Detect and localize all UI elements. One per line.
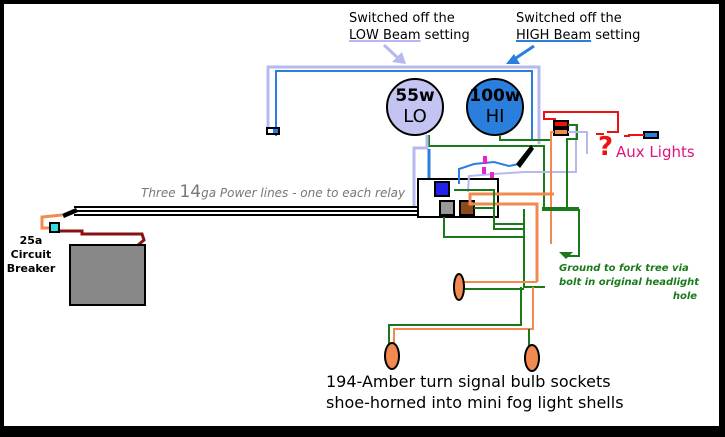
- power-lines-prefix: Three: [141, 186, 180, 200]
- battery: [69, 244, 146, 306]
- breaker-line2: Circuit: [10, 248, 52, 261]
- aux-connector-orange: [553, 128, 569, 136]
- lower-orange-wire: [393, 287, 534, 344]
- switch-low-wire: [467, 124, 577, 193]
- high-beam-underlined: HIGH Beam: [516, 28, 592, 43]
- low-beam-underlined: LOW Beam: [349, 28, 421, 43]
- lamp-hi-label: HI: [485, 106, 505, 127]
- lamp-lo-wattage: 55w: [395, 86, 435, 106]
- high-arrowhead: [506, 54, 520, 64]
- magenta-connector-1: [483, 156, 487, 164]
- relay-ground-3: [454, 189, 524, 225]
- caption-line1: 194-Amber turn signal bulb sockets: [326, 372, 611, 391]
- lamp-lo: [386, 78, 444, 136]
- ground-note: Ground to fork tree via bolt in original…: [559, 262, 699, 304]
- high-arrow: [515, 44, 535, 60]
- lamp-lo-label: LO: [403, 106, 427, 127]
- relay-low: [439, 200, 455, 216]
- breaker-line3: Breaker: [6, 262, 56, 275]
- lamp-hi: [466, 78, 524, 136]
- magenta-connector-3: [490, 172, 494, 178]
- power-lines-label: Three 14ga Power lines - one to each rel…: [141, 182, 405, 202]
- power-lines-gauge: 14: [179, 182, 202, 202]
- amber-wire-1: [468, 192, 554, 201]
- low-arrowhead: [392, 52, 406, 64]
- low-beam-label: Switched off the LOW Beam setting: [349, 10, 470, 44]
- circuit-breaker: [49, 222, 60, 233]
- lower-green-wire: [388, 287, 522, 344]
- diagram-canvas: Switched off the LOW Beam setting Switch…: [4, 4, 719, 426]
- ground-note-line1: Ground to fork tree via: [559, 263, 689, 274]
- aux-purple-wire: [568, 131, 588, 154]
- switch-lever: [516, 145, 534, 168]
- aux-orange-wire: [550, 131, 554, 244]
- breaker-in-wire: [40, 213, 63, 230]
- caption: 194-Amber turn signal bulb sockets shoe-…: [326, 371, 624, 413]
- breaker-rating: 25a: [19, 234, 43, 247]
- relay-ground-1: [443, 217, 524, 238]
- high-beam-label-line1: Switched off the: [516, 11, 622, 26]
- power-junction: [62, 208, 78, 218]
- ground-note-line2: bolt in original headlight: [559, 277, 700, 288]
- high-beam-wire: [275, 70, 533, 139]
- lamp-hi-wattage: 100w: [469, 86, 521, 106]
- ground-to-fork-wire: [567, 209, 580, 257]
- high-beam-rest: setting: [591, 28, 641, 43]
- aux-green-wire: [566, 124, 578, 209]
- aux-lights-label: Aux Lights: [616, 143, 695, 161]
- aux-question-mark: ?: [598, 132, 614, 162]
- magenta-connector-2: [482, 167, 486, 174]
- power-lines-suffix: ga Power lines - one to each relay: [201, 186, 406, 200]
- low-beam-label-line2: LOW Beam setting: [349, 27, 470, 44]
- breaker-label: 25a Circuit Breaker: [6, 234, 56, 276]
- turn-signal-center: [453, 273, 465, 301]
- relay-box: [417, 178, 499, 218]
- low-beam-label-line1: Switched off the: [349, 11, 455, 26]
- wiring-svg: [40, 43, 659, 372]
- ground-note-line3: hole: [672, 291, 698, 302]
- ground-arrowhead: [559, 252, 573, 259]
- breaker-out-wire: [59, 229, 146, 248]
- high-beam-label: Switched off the HIGH Beam setting: [516, 10, 640, 44]
- low-beam-rest: setting: [420, 28, 470, 43]
- lo-feed-wire: [412, 135, 429, 207]
- relay-high: [434, 181, 450, 197]
- aux-red-wire: [543, 111, 619, 133]
- turn-ground-trunk: [523, 209, 545, 288]
- aux-connector-red: [553, 120, 569, 128]
- aux-connector-wire: [624, 134, 644, 137]
- low-arrow: [382, 43, 401, 61]
- amber-wire-2: [468, 201, 539, 282]
- low-beam-wire: [266, 65, 541, 144]
- turn-signal-left: [384, 342, 400, 370]
- caption-line2: shoe-horned into mini fog light shells: [326, 393, 624, 412]
- lo-ground-wire: [428, 135, 545, 209]
- switch-connector-blue: [273, 129, 278, 133]
- turn-signal-right: [524, 344, 540, 372]
- aux-connector-blue: [643, 131, 659, 139]
- high-beam-label-line2: HIGH Beam setting: [516, 27, 640, 44]
